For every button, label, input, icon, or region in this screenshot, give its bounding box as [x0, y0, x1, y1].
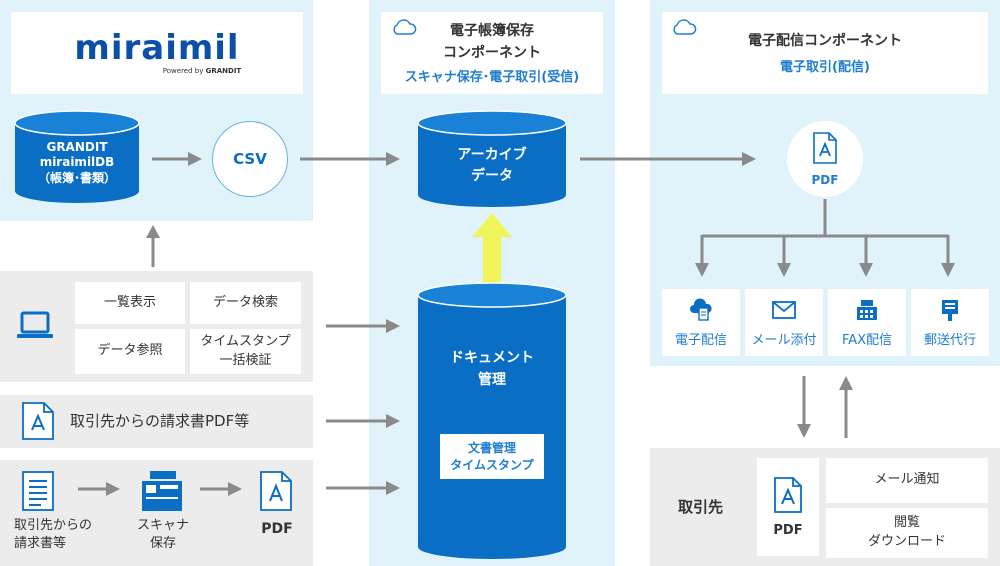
cloud-icon	[393, 19, 417, 35]
function-data-search: データ検索	[190, 282, 301, 324]
archive-cylinder	[417, 110, 567, 207]
document-management-label: ドキュメント 管理	[450, 350, 534, 388]
fax-icon	[857, 300, 877, 320]
method-mail-proxy: 郵送代行	[911, 289, 989, 356]
pdf-file-icon	[22, 402, 54, 440]
archive-label: アーカイブ データ	[457, 147, 527, 184]
logo-box: miraimil Powered by GRANDIT	[11, 12, 303, 94]
pdf-file-icon	[260, 471, 292, 511]
scanner-label: スキャナ 保存	[136, 518, 189, 552]
method-label: メール添付	[751, 333, 817, 348]
arrow-functions-to-db	[146, 225, 160, 267]
yellow-up-arrow	[472, 213, 512, 288]
csv-label: CSV	[233, 150, 267, 168]
partner-pdf-box: PDF	[757, 458, 819, 556]
storage-component-title: 電子帳簿保存 コンポーネント	[443, 22, 541, 61]
method-electronic-delivery: 電子配信	[662, 289, 740, 356]
cloud-icon	[673, 19, 697, 35]
method-label: FAX配信	[841, 333, 893, 348]
method-label: 電子配信	[674, 333, 727, 348]
storage-component-header: 電子帳簿保存 コンポーネント スキャナ保存･電子取引(受信)	[381, 12, 603, 94]
partner-pdf-label: PDF	[773, 522, 803, 538]
miraimil-db-cylinder	[14, 110, 140, 203]
laptop-icon	[17, 311, 53, 338]
envelope-icon	[772, 301, 796, 319]
pdf-file-icon	[774, 476, 802, 513]
arrow-db-to-csv	[152, 152, 202, 166]
arrow-scanner-to-pdf	[200, 482, 242, 496]
delivery-component-title: 電子配信コンポーネント	[748, 33, 902, 49]
function-data-reference: データ参照	[75, 329, 185, 374]
arrow-functions-to-document	[326, 319, 400, 333]
storage-component-subtitle: スキャナ保存･電子取引(受信)	[404, 70, 580, 86]
arrow-partner-to-delivery	[839, 376, 853, 438]
delivery-pdf-label: PDF	[811, 173, 839, 187]
postbox-icon	[942, 300, 958, 321]
arrow-paper-to-scanner	[78, 482, 120, 496]
function-timestamp-verify: タイムスタンプ 一括検証	[190, 329, 301, 374]
partner-view-download: 閲覧 ダウンロード	[826, 508, 988, 558]
arrow-scan-to-document	[326, 481, 400, 495]
invoice-pdf-label: 取引先からの請求書PDF等	[70, 412, 250, 430]
pdf-file-icon	[813, 132, 837, 164]
delivery-component-header: 電子配信コンポーネント 電子取引(配信)	[662, 12, 988, 94]
miraimil-logo: miraimil	[74, 28, 240, 68]
cloud-document-icon	[690, 298, 712, 321]
scan-pdf-label: PDF	[261, 521, 293, 537]
delivery-branch-connector	[695, 199, 955, 277]
scanner-icon	[142, 471, 182, 511]
paper-invoice-label: 取引先からの 請求書等	[14, 518, 93, 552]
arrow-invoice-to-document	[326, 414, 400, 428]
method-email-attachment: メール添付	[745, 289, 823, 356]
arrow-archive-to-delivery	[580, 152, 756, 166]
powered-by-label: Powered by GRANDIT	[162, 67, 242, 75]
document-timestamp-box: 文書管理 タイムスタンプ	[440, 434, 544, 479]
csv-circle: CSV	[212, 121, 288, 197]
partner-mail-notice: メール通知	[826, 458, 988, 503]
arrow-csv-to-archive	[300, 152, 400, 166]
arrow-delivery-to-partner	[797, 376, 811, 438]
db-label: GRANDIT miraimilDB （帳簿･書類）	[37, 139, 116, 185]
paper-document-icon	[22, 471, 54, 511]
partner-label: 取引先	[678, 498, 724, 516]
document-management-cylinder	[417, 282, 567, 559]
method-fax-delivery: FAX配信	[828, 289, 906, 356]
function-list-view: 一覧表示	[75, 282, 185, 324]
delivery-component-subtitle: 電子取引(配信)	[780, 60, 870, 75]
method-label: 郵送代行	[923, 333, 976, 348]
